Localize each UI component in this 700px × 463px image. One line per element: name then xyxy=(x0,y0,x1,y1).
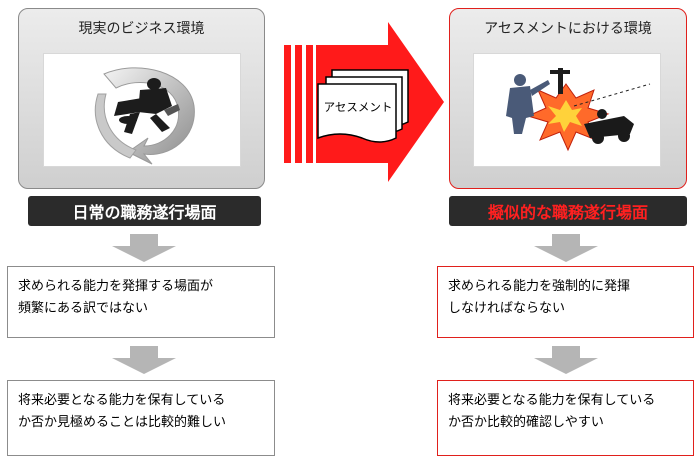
arrow-stripe-1 xyxy=(284,45,291,163)
left-statement-2: 将来必要となる能力を保有している か否か見極めることは比較的難しい xyxy=(7,380,275,456)
right-statement-2-line-2: か否か比較的確認しやすい xyxy=(448,415,604,430)
assessment-env-panel: アセスメントにおける環境 xyxy=(449,8,687,189)
assessment-arrow xyxy=(284,22,444,182)
assessment-card-text: アセスメント xyxy=(323,100,393,114)
down-arrow-right-1-icon xyxy=(534,234,598,262)
left-statement-1-line-1: 求められる能力を発揮する場面が xyxy=(18,279,214,294)
right-statement-1-line-1: 求められる能力を強制的に発揮 xyxy=(448,279,631,294)
document-stack-icon xyxy=(317,69,409,143)
daily-duty-label: 日常の職務遂行場面 xyxy=(28,196,261,226)
left-statement-2-line-2: か否か見極めることは比較的難しい xyxy=(18,415,227,430)
right-statement-2: 将来必要となる能力を保有している か否か比較的確認しやすい xyxy=(437,380,694,456)
simulated-duty-label: 擬似的な職務遂行場面 xyxy=(449,196,687,226)
assessment-env-title: アセスメントにおける環境 xyxy=(484,21,652,37)
down-arrow-left-2-icon xyxy=(112,346,176,374)
real-business-panel: 現実のビジネス環境 xyxy=(18,8,265,189)
right-statement-1: 求められる能力を強制的に発揮 しなければならない xyxy=(437,266,694,338)
right-statement-1-line-2: しなければならない xyxy=(448,301,566,316)
explosion-figures-icon xyxy=(506,68,651,152)
arrow-stripe-3 xyxy=(306,45,313,163)
left-statement-1-line-2: 頻繁にある訳ではない xyxy=(18,301,149,316)
down-arrow-left-1-icon xyxy=(112,234,176,262)
real-business-title: 現実のビジネス環境 xyxy=(78,21,205,37)
business-clipart xyxy=(43,53,241,167)
swirl-figures-icon xyxy=(94,67,195,165)
conflict-clipart xyxy=(473,53,661,167)
left-statement-2-line-1: 将来必要となる能力を保有している xyxy=(18,393,226,408)
down-arrow-right-2-icon xyxy=(534,346,598,374)
arrow-stripe-2 xyxy=(295,45,302,163)
right-statement-2-line-1: 将来必要となる能力を保有している xyxy=(448,393,656,408)
left-statement-1: 求められる能力を発揮する場面が 頻繁にある訳ではない xyxy=(7,266,275,338)
